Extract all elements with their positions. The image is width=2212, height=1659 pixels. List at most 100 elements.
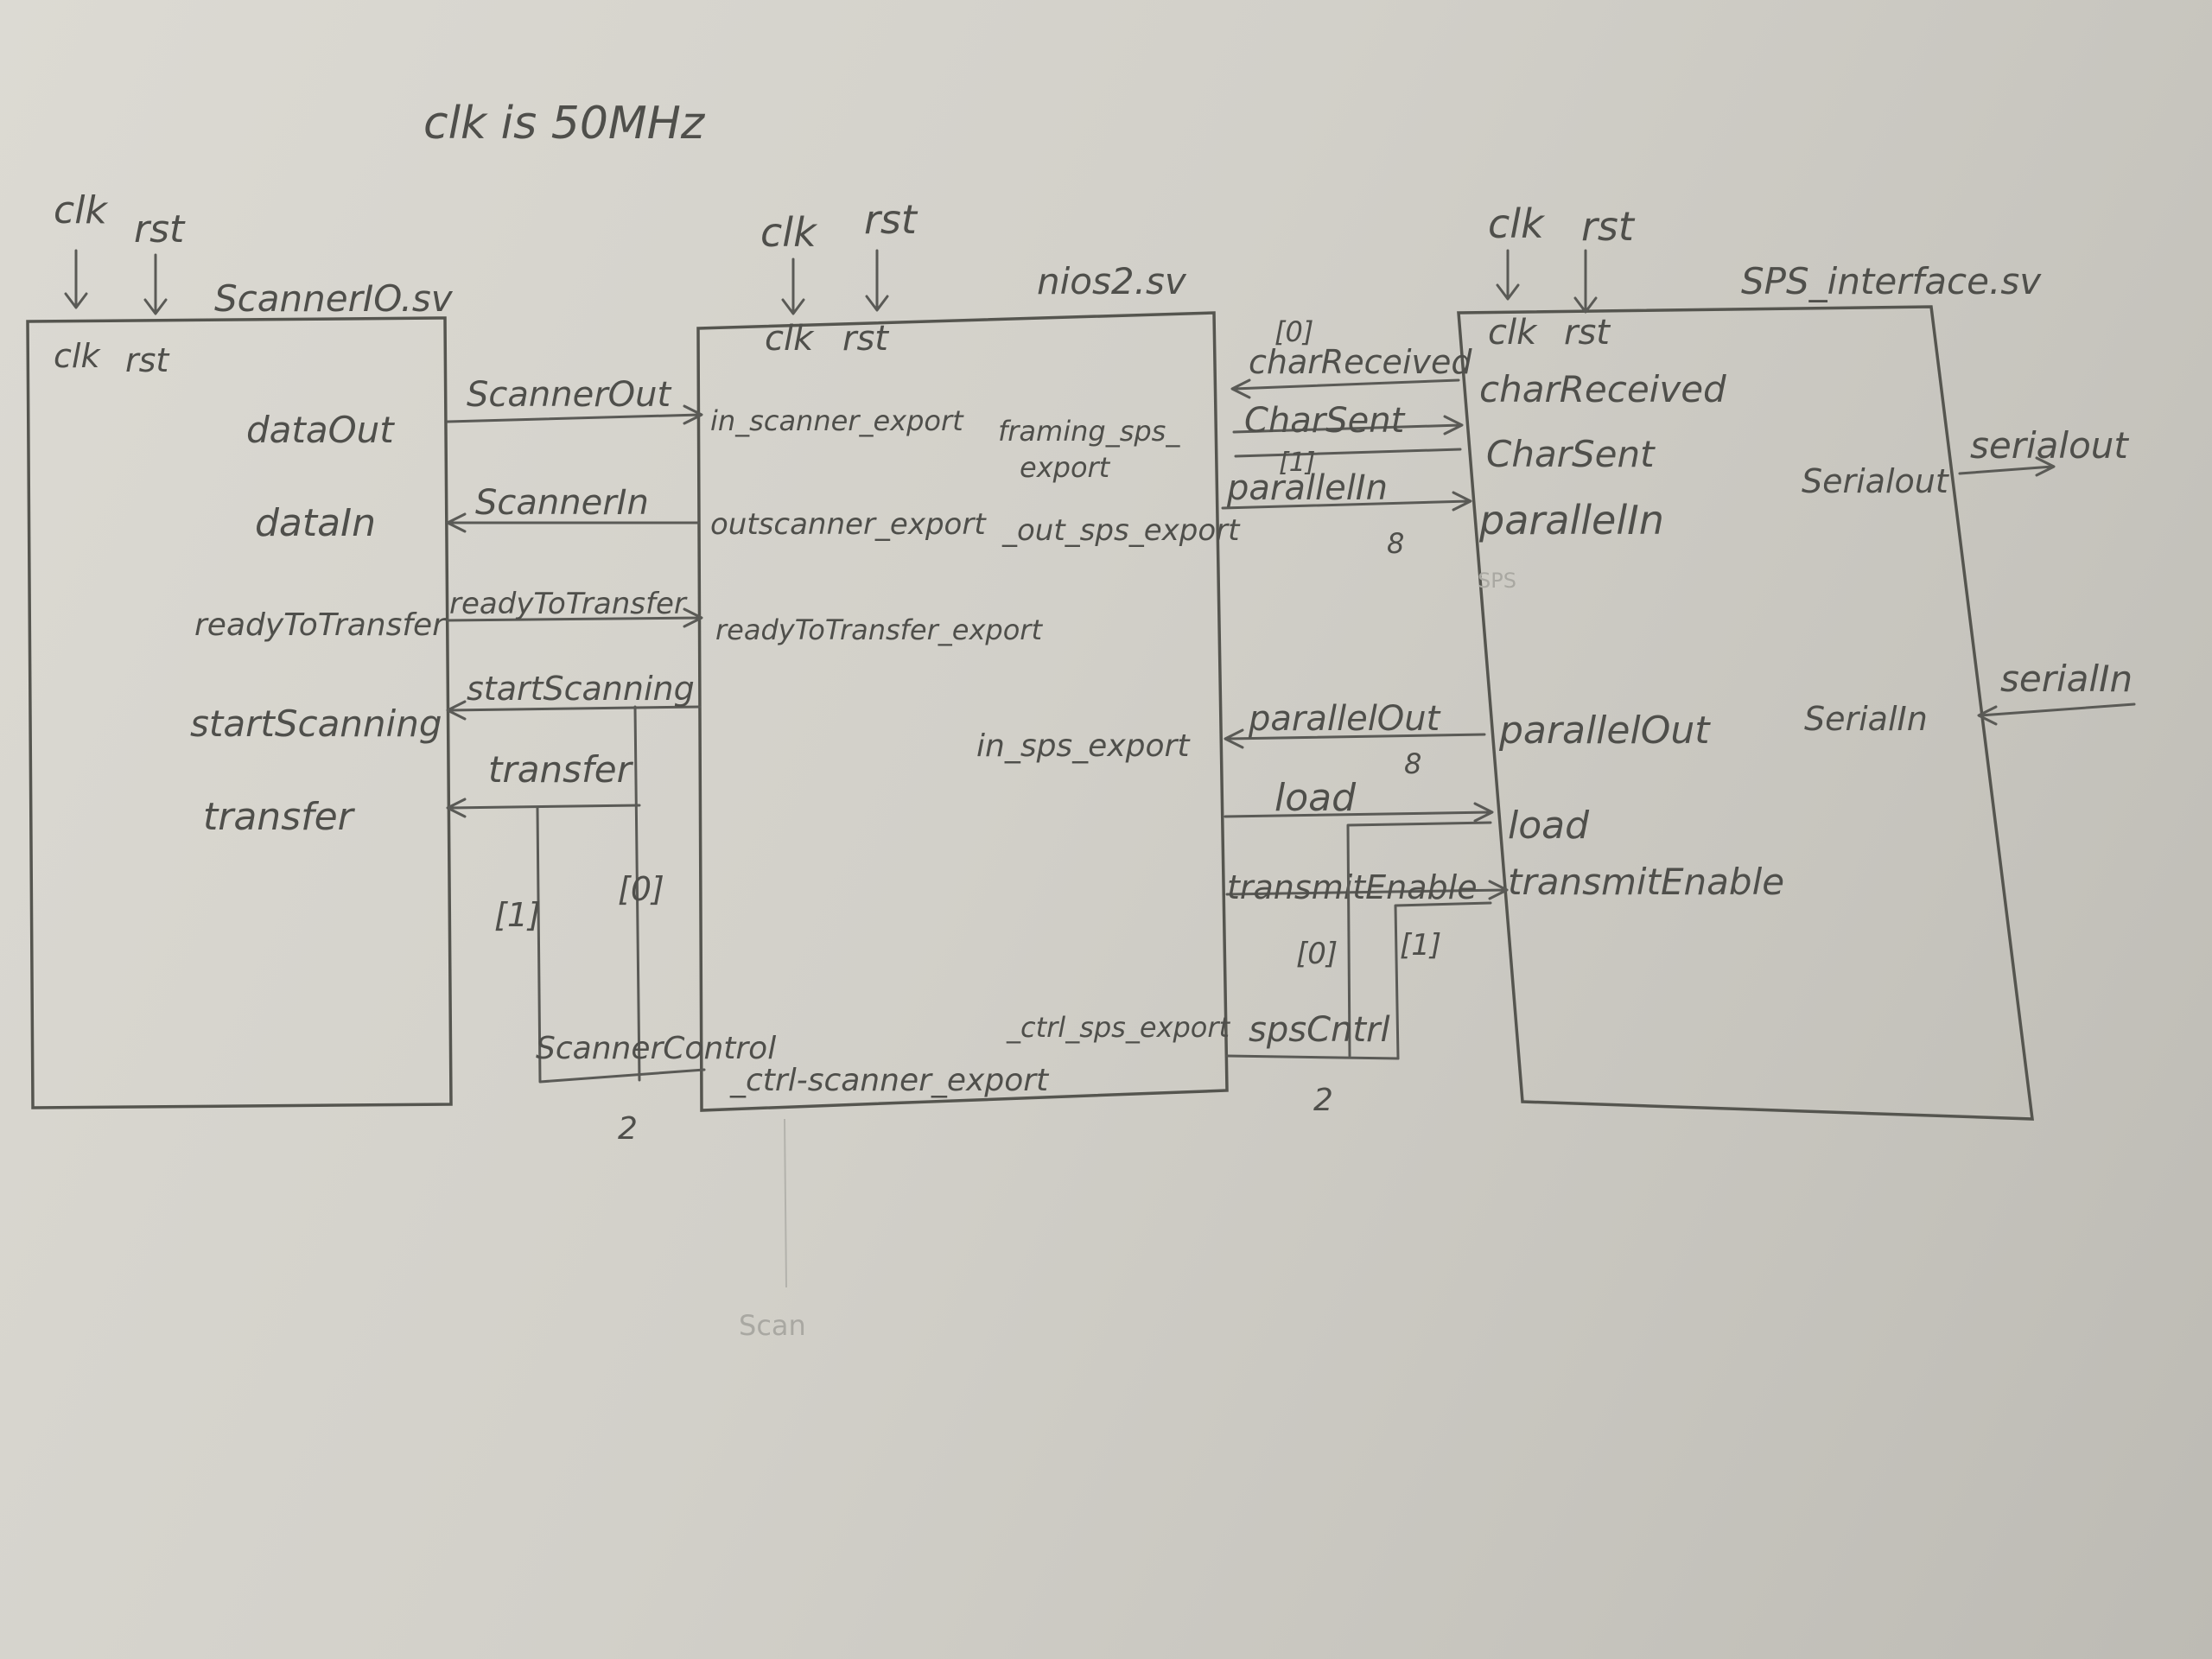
wire-startscanning: [446, 700, 702, 721]
wire-serialin: [1977, 702, 2136, 726]
sps-faint-mark: SPS: [1478, 569, 1516, 593]
serial-wires: serialout serialIn: [1958, 424, 2136, 726]
label-serialout: serialout: [1970, 424, 2129, 467]
nios-port-in-sps-export: in_sps_export: [976, 728, 1191, 764]
label-transfer: transfer: [488, 748, 634, 791]
label-scannercontrol-width: 2: [618, 1111, 638, 1147]
wire-parallelin: [1221, 491, 1472, 512]
label-transmitenable: transmitEnable: [1227, 868, 1478, 906]
scanner-file-label: ScannerIO.sv: [214, 277, 454, 320]
scanner-rst-arrow: [143, 253, 168, 315]
sps-port-charsent: CharSent: [1486, 433, 1656, 475]
nios-file-label: nios2.sv: [1037, 260, 1187, 302]
label-spsctrl: spsCntrl: [1249, 1010, 1390, 1050]
label-scannerin: ScannerIn: [475, 483, 649, 523]
nios-port-ctrl-scanner-export: _ctrl-scanner_export: [729, 1063, 1050, 1098]
sps-port-parallelin: parallelIn: [1478, 497, 1664, 543]
scanner-port-readytotransfer: readyToTransfer: [194, 607, 447, 643]
nios-port-framing-sps: framing_sps_: [998, 415, 1180, 448]
sps-port-serialout: Serialout: [1802, 462, 1950, 500]
label-spsctrl-bit1: [1]: [1400, 928, 1441, 963]
label-charsent-bit: [1]: [1279, 448, 1316, 478]
nios-clk-input: clk: [760, 209, 818, 256]
wire-scannercontrol-bit0: [633, 705, 641, 1082]
wire-scannerout: [446, 404, 703, 425]
sps-file-label: SPS_interface.sv: [1741, 260, 2042, 302]
label-startscanning: startScanning: [467, 670, 695, 708]
scanner-nios-wires: ScannerOut ScannerIn readyToTransfer sta…: [446, 375, 776, 1147]
nios-port-rst: rst: [842, 319, 889, 359]
wire-transfer: [446, 798, 641, 818]
sps-module: SPS_interface.sv clk rst clk rst charRec…: [1457, 200, 2042, 1121]
scanner-port-transfer: transfer: [203, 795, 356, 839]
nios-port-out-sps-export: _out_sps_export: [1001, 513, 1241, 548]
scanner-port-startscanning: startScanning: [190, 702, 442, 745]
wire-charreceived: [1230, 378, 1460, 399]
wire-scannerin: [446, 512, 700, 533]
label-load: load: [1274, 776, 1357, 820]
wire-parallelout: [1224, 728, 1486, 749]
wire-scannercontrol-bit1: [536, 806, 706, 1084]
label-scannercontrol: ScannerControl: [536, 1031, 776, 1066]
nios-port-clk: clk: [765, 319, 815, 359]
label-serialin: serialIn: [2000, 658, 2133, 700]
nios-port-framing-export: export: [1020, 451, 1111, 484]
sps-clk-arrow: [1496, 249, 1520, 301]
nios-sps-wires: charReceived [0] CharSent [1] parallelIn…: [1221, 315, 1509, 1118]
wire-spsctrl-bit0: [1346, 821, 1492, 1058]
wire-charsent-return: [1234, 448, 1462, 458]
nios-box: [696, 311, 1229, 1112]
label-parallelout: parallelOut: [1248, 699, 1441, 739]
sps-port-charreceived: charReceived: [1479, 368, 1726, 410]
scanner-clk-input: clk: [54, 188, 108, 232]
scanner-clk-arrow: [64, 249, 88, 309]
label-spsctrl-width: 2: [1313, 1083, 1333, 1118]
nios-rst-arrow: [865, 249, 889, 312]
label-charsent: CharSent: [1244, 401, 1406, 441]
sps-rst-input: rst: [1581, 203, 1636, 250]
label-parallelin-width: 8: [1387, 527, 1404, 560]
sps-port-serialin: SerialIn: [1804, 700, 1928, 738]
sps-port-rst: rst: [1564, 313, 1611, 353]
sps-clk-input: clk: [1488, 200, 1546, 247]
sps-port-load: load: [1508, 804, 1590, 848]
sps-rst-arrow: [1573, 249, 1598, 314]
sps-box: [1457, 305, 2034, 1121]
nios-port-out-scanner-export: outscanner_export: [710, 507, 987, 542]
faint-line: [784, 1118, 787, 1288]
label-parallelout-width: 8: [1404, 747, 1421, 780]
wire-spsctrl-bus: [1225, 1054, 1400, 1060]
sps-port-transmitenable: transmitEnable: [1508, 861, 1784, 903]
faint-text: Scan: [739, 1309, 806, 1342]
nios-port-readytotransfer-export: readyToTransfer_export: [715, 613, 1043, 646]
clock-note: clk is 50MHz: [423, 98, 706, 149]
scanner-port-dataout: dataOut: [246, 409, 395, 451]
nios-clk-arrow: [781, 257, 805, 315]
label-readytotransfer: readyToTransfer: [449, 587, 688, 621]
wire-spsctrl-bit1: [1394, 901, 1492, 1060]
wire-serialout: [1958, 456, 2056, 477]
nios-rst-input: rst: [864, 196, 918, 243]
scanner-port-datain: dataIn: [255, 501, 376, 545]
scanner-rst-input: rst: [134, 207, 186, 251]
nios-port-ctrl-sps-export: _ctrl_sps_export: [1006, 1011, 1231, 1044]
label-scannercontrol-bit1: [1]: [494, 896, 541, 934]
wire-transmitenable: [1225, 880, 1509, 900]
scanner-port-rst: rst: [125, 341, 170, 379]
scanner-module: ScannerIO.sv clk rst clk rst dataOut dat…: [26, 188, 454, 1109]
wire-load: [1224, 802, 1494, 823]
label-parallelin: parallelIn: [1226, 468, 1388, 508]
wire-charsent: [1232, 415, 1464, 435]
label-scannercontrol-bit0: [0]: [618, 870, 664, 908]
sps-port-parallelout: parallelOut: [1498, 709, 1711, 753]
nios-module: nios2.sv clk rst clk rst in_scanner_expo…: [696, 196, 1241, 1112]
label-spsctrl-bit0: [0]: [1296, 937, 1338, 971]
label-scannerout: ScannerOut: [467, 375, 671, 415]
sps-port-clk: clk: [1488, 313, 1538, 353]
wire-readytotransfer: [446, 607, 703, 628]
label-charreceived-bit: [0]: [1274, 315, 1313, 348]
nios-port-in-scanner-export: in_scanner_export: [710, 404, 964, 437]
scanner-port-clk: clk: [54, 337, 101, 375]
